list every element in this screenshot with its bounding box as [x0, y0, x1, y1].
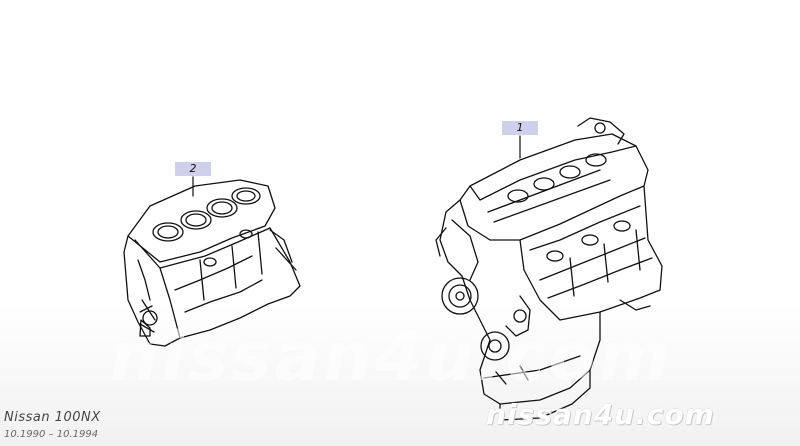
- engine-assembly-drawing: [435, 117, 663, 421]
- callout-part-2[interactable]: 2: [175, 162, 211, 176]
- vehicle-model: Nissan 100NX: [4, 410, 101, 425]
- brand-logo-text: nissan4u.com: [486, 398, 715, 431]
- short-block-drawing: [123, 179, 301, 347]
- callout-part-1[interactable]: 1: [502, 121, 538, 135]
- production-date-range: 10.1990 – 10.1994: [4, 429, 99, 440]
